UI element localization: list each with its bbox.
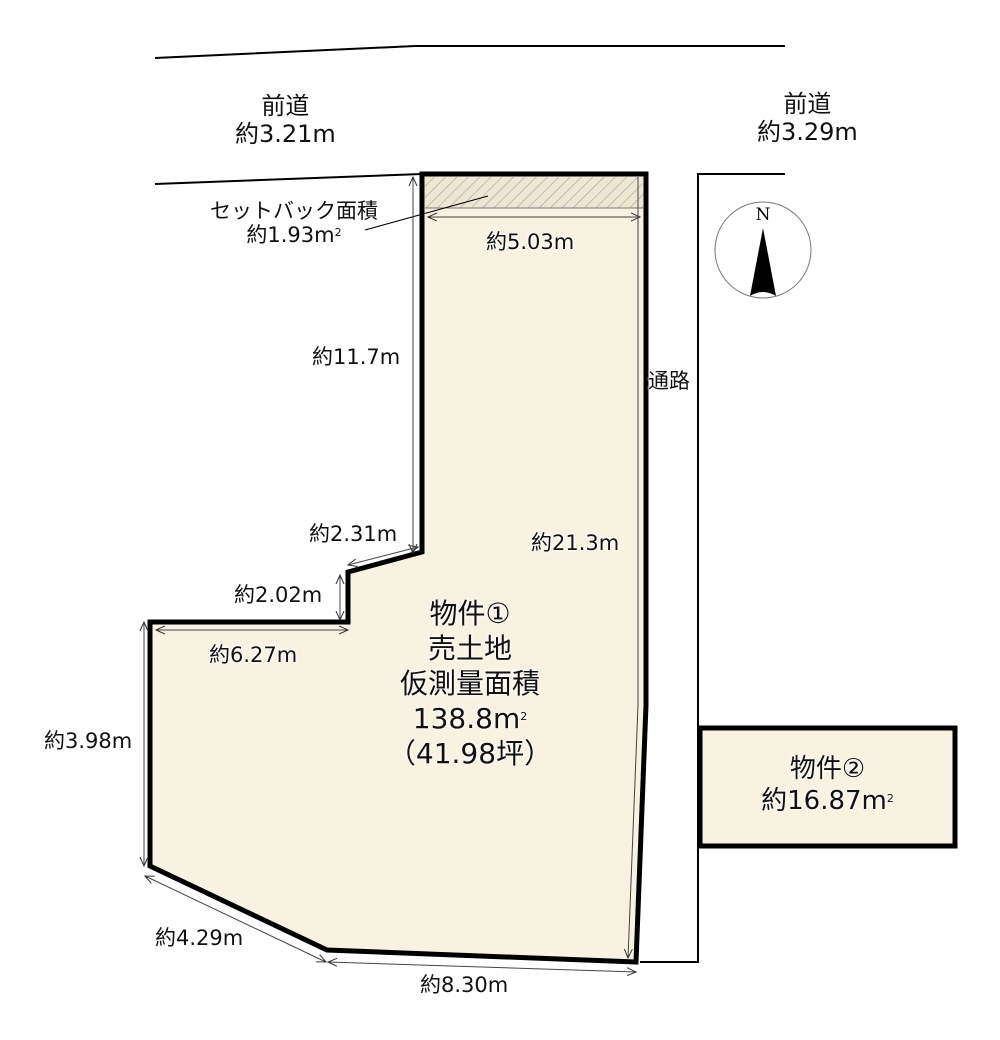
road-boundary-lines [154, 45, 785, 185]
property1-area-label: 仮測量面積 [399, 667, 540, 700]
setback-area [425, 177, 643, 208]
property2-lot [697, 725, 958, 849]
property1-lot [147, 171, 649, 965]
setback-area-value: 約1.93 [246, 223, 315, 247]
north-compass-icon: N [714, 201, 812, 299]
dim-step-diagonal: 約2.31m [309, 522, 398, 546]
dim-right: 約21.3m [531, 531, 620, 555]
passage-label: 通路 [648, 369, 690, 393]
property2-info: 物件② 約16.87m2 [700, 753, 955, 817]
property1-info: 物件① 売土地 仮測量面積 138.8m2 （41.98坪） [360, 596, 580, 771]
road-width: 約3.21m [235, 120, 336, 148]
property1-title: 物件① [429, 597, 511, 630]
property1-area-value: 138.8 [412, 702, 493, 735]
dim-left-upper: 約11.7m [312, 345, 401, 369]
road-name: 前道 [783, 90, 832, 118]
dim-step-vertical: 約2.02m [234, 583, 323, 607]
road-name: 前道 [261, 92, 310, 120]
front-road-right-label: 前道 約3.29m [757, 90, 858, 146]
property2-title: 物件② [789, 754, 866, 784]
property2-area-value: 約16.87 [761, 786, 862, 816]
road-width: 約3.29m [757, 118, 858, 146]
property1-type: 売土地 [427, 632, 512, 665]
dim-bottom: 約8.30m [420, 973, 509, 997]
dim-mid-horizontal: 約6.27m [209, 643, 298, 667]
dimension-lines [144, 177, 640, 972]
setback-title: セットバック面積 [210, 199, 378, 223]
dim-left-lower: 約3.98m [44, 729, 133, 753]
compass-n-label: N [756, 205, 771, 225]
passage-outline [640, 173, 785, 963]
front-road-left-label: 前道 約3.21m [235, 92, 336, 148]
property1-area-tsubo: （41.98坪） [387, 737, 553, 770]
dim-bottom-diagonal: 約4.29m [155, 926, 244, 950]
setback-label: セットバック面積 約1.93m2 [210, 199, 378, 247]
dim-top: 約5.03m [486, 230, 575, 254]
